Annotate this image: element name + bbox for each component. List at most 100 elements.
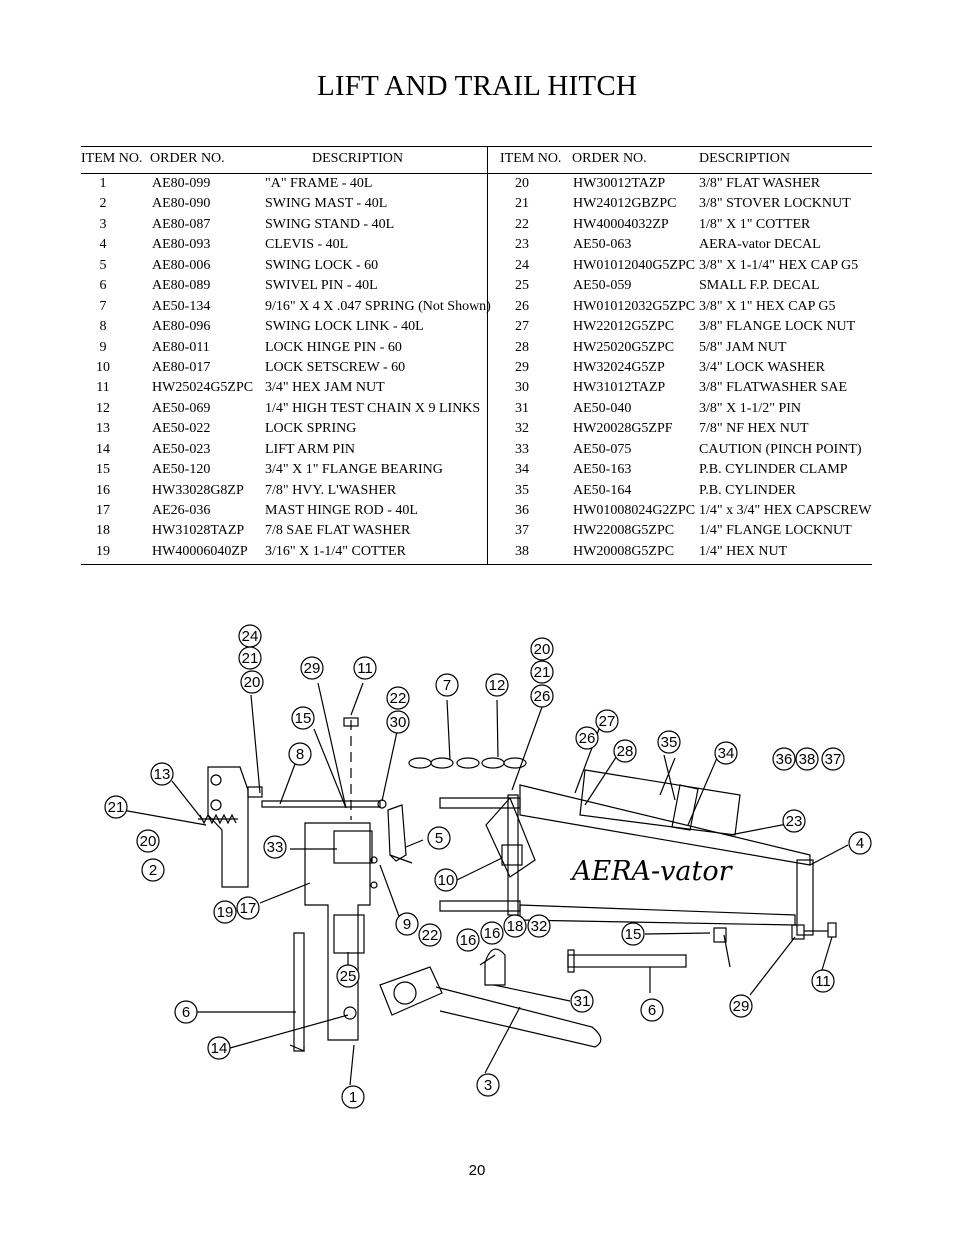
item-number: 29	[515, 359, 529, 375]
description: CLEVIS - 40L	[265, 237, 349, 253]
order-number: HW20008G5ZPC	[573, 543, 675, 559]
order-number: HW25024G5ZPC	[152, 380, 254, 396]
description: "A" FRAME - 40L	[265, 176, 373, 191]
svg-text:17: 17	[240, 900, 257, 917]
item-number: 25	[515, 278, 529, 294]
callout-18: 18	[503, 914, 527, 938]
svg-text:15: 15	[295, 710, 312, 727]
svg-text:23: 23	[786, 813, 803, 830]
svg-text:37: 37	[825, 751, 842, 768]
description: 1/8" X 1" COTTER	[699, 216, 811, 232]
svg-text:18: 18	[507, 918, 524, 935]
callout-22: 22	[386, 686, 410, 710]
order-number: AE80-011	[152, 339, 210, 355]
callout-4: 4	[848, 831, 872, 855]
order-number: AE26-036	[152, 503, 211, 518]
svg-text:8: 8	[296, 746, 304, 763]
description: 3/4" LOCK WASHER	[699, 359, 826, 375]
item-number: 2	[99, 196, 107, 212]
table-row: 29 HW32024G5ZP 3/4" LOCK WASHER	[488, 358, 872, 378]
item-number: 36	[515, 503, 529, 518]
description: 3/8" FLAT WASHER	[699, 176, 821, 191]
callout-6: 6	[174, 1000, 198, 1024]
svg-text:7: 7	[443, 677, 451, 694]
description: P.B. CYLINDER	[699, 482, 796, 498]
order-number: AE50-134	[152, 298, 211, 314]
item-number: 5	[99, 257, 107, 273]
callout-29: 29	[300, 656, 324, 680]
description: SWING LOCK - 60	[265, 257, 379, 273]
description: 9/16" X 4 X .047 SPRING (Not Shown)	[265, 298, 491, 314]
item-number: 11	[96, 380, 110, 396]
order-number: AE50-120	[152, 462, 211, 478]
callout-21: 21	[238, 646, 262, 670]
description: 7/8 SAE FLAT WASHER	[265, 523, 411, 539]
callout-6: 6	[640, 998, 664, 1022]
callout-30: 30	[386, 710, 410, 734]
svg-text:30: 30	[390, 714, 407, 731]
item-number: 16	[96, 482, 110, 498]
svg-text:24: 24	[242, 628, 259, 645]
item-number: 30	[515, 380, 529, 396]
order-number: AE50-023	[152, 441, 211, 457]
order-number: AE80-087	[152, 216, 211, 232]
item-number: 28	[515, 339, 529, 355]
description: 3/8" FLATWASHER SAE	[699, 380, 848, 396]
description: 7/8" NF HEX NUT	[699, 421, 809, 437]
item-number: 37	[515, 523, 529, 539]
item-number: 24	[515, 257, 529, 273]
item-number: 18	[96, 523, 110, 539]
svg-text:16: 16	[484, 925, 501, 942]
callout-15: 15	[291, 706, 315, 730]
description: 3/4" HEX JAM NUT	[265, 380, 385, 396]
svg-text:21: 21	[242, 650, 259, 667]
callout-23: 23	[782, 809, 806, 833]
callout-10: 10	[434, 868, 458, 892]
order-number: AE50-069	[152, 400, 211, 416]
description: AERA-vator DECAL	[699, 237, 821, 253]
item-number: 12	[96, 400, 110, 416]
order-number: AE80-096	[152, 319, 211, 335]
description: 1/4" HIGH TEST CHAIN X 9 LINKS	[265, 400, 481, 416]
svg-text:14: 14	[211, 1040, 228, 1057]
callout-24: 24	[238, 624, 262, 648]
description: SWING STAND - 40L	[265, 216, 395, 232]
svg-text:29: 29	[304, 660, 321, 677]
callout-28: 28	[613, 739, 637, 763]
item-number: 1	[99, 176, 107, 191]
svg-text:29: 29	[733, 998, 750, 1015]
description: LIFT ARM PIN	[265, 441, 355, 457]
callout-27: 27	[595, 709, 619, 733]
header-order-no: ORDER NO.	[572, 151, 647, 166]
callout-26: 26	[575, 726, 599, 750]
table-row: 11 HW25024G5ZPC 3/4" HEX JAM NUT	[81, 378, 487, 398]
description: P.B. CYLINDER CLAMP	[699, 462, 848, 478]
callout-8: 8	[288, 742, 312, 766]
description: 3/8" FLANGE LOCK NUT	[699, 319, 856, 335]
item-number: 8	[99, 319, 107, 335]
item-number: 4	[99, 237, 107, 253]
order-number: HW22012G5ZPC	[573, 319, 675, 335]
page-title: LIFT AND TRAIL HITCH	[316, 70, 638, 102]
svg-text:4: 4	[856, 835, 864, 852]
callout-36: 36	[772, 747, 796, 771]
description: LOCK SPRING	[265, 421, 357, 437]
order-number: HW32024G5ZP	[573, 359, 665, 375]
svg-text:15: 15	[625, 926, 642, 943]
svg-text:20: 20	[140, 833, 157, 850]
order-number: HW22008G5ZPC	[573, 523, 675, 539]
callout-12: 12	[485, 673, 509, 697]
